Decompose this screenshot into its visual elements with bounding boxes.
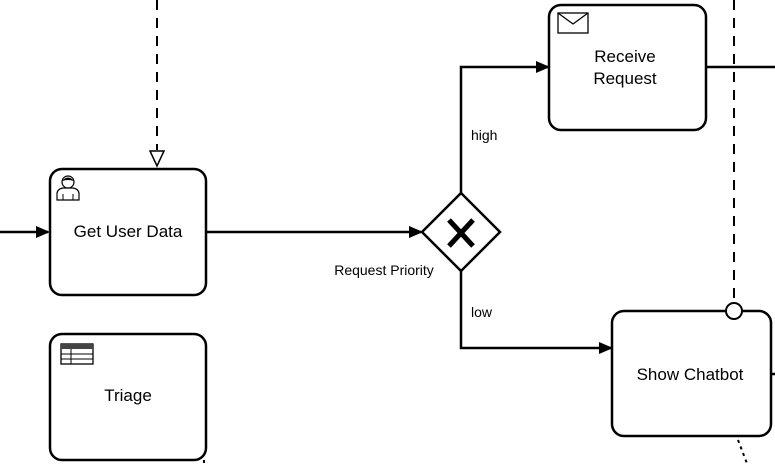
task-label-get-user-data: Get User Data	[74, 222, 183, 241]
user-icon	[56, 175, 80, 201]
task-label-receive-request-line2: Request	[593, 69, 657, 88]
task-label-show-chatbot: Show Chatbot	[637, 365, 744, 384]
exclusive-gateway-x-icon	[447, 218, 475, 248]
open-triangle-arrowhead	[148, 150, 166, 168]
envelope-icon	[557, 12, 589, 34]
task-label-triage: Triage	[104, 386, 152, 405]
flow-high	[459, 61, 550, 193]
task-receive-request[interactable]: Receive Request	[547, 3, 708, 132]
dotted-connector-bottom	[737, 439, 749, 466]
flow-label-low: low	[471, 304, 493, 320]
flow-label-high: high	[471, 127, 497, 143]
flow-low	[459, 271, 613, 354]
exclusive-gateway[interactable]	[420, 191, 502, 273]
task-show-chatbot[interactable]: Show Chatbot	[610, 302, 773, 438]
task-get-user-data[interactable]: Get User Data	[48, 167, 208, 297]
task-label-receive-request-line1: Receive	[594, 47, 655, 66]
task-triage[interactable]: Triage	[48, 332, 208, 462]
boundary-event-circle[interactable]	[725, 302, 743, 320]
gateway-label: Request Priority	[334, 262, 434, 278]
table-icon	[60, 343, 94, 365]
